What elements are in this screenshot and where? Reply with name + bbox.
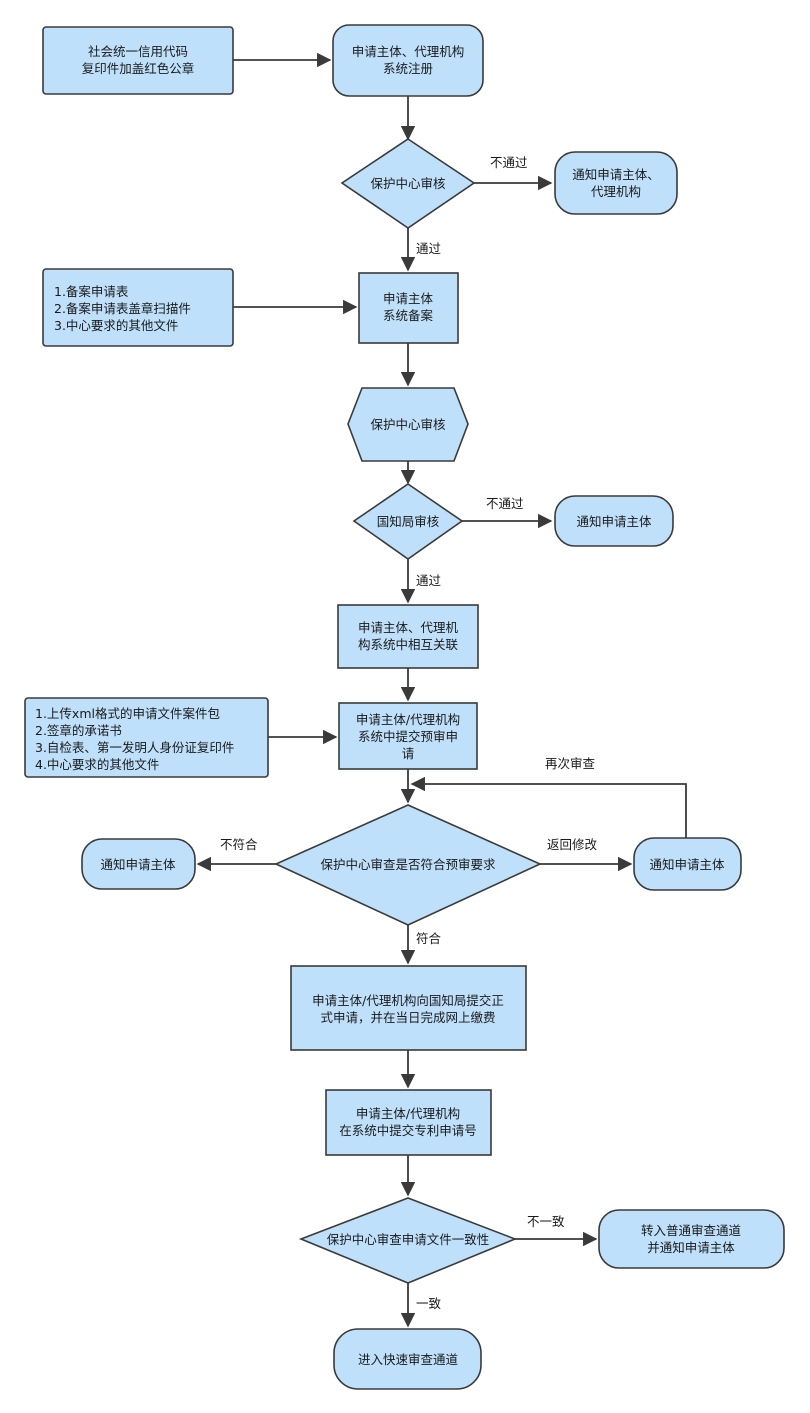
edge-labels: 不通过 通过 不通过 通过 再次审查 不符合 返回修改 符合 不一致 一致 — [220, 155, 598, 1311]
node-submit-pre-exam-line1: 申请主体/代理机构 — [356, 712, 460, 727]
label-inconsistent: 不一致 — [527, 1214, 565, 1229]
label-not-pass-2: 不通过 — [486, 496, 524, 511]
node-cnipa-review-text: 国知局审核 — [377, 514, 440, 529]
node-submit-pre-exam: 申请主体/代理机构 系统中提交预审申 请 — [338, 702, 478, 770]
node-filing-docs: 1.备案申请表 2.备案申请表盖章扫描件 3.中心要求的其他文件 — [42, 268, 234, 347]
label-return-modify: 返回修改 — [547, 837, 598, 852]
node-center-review-1-text: 保护中心审核 — [370, 176, 446, 191]
node-center-review-1: 保护中心审核 — [340, 138, 476, 229]
node-credit-code-copy-line2: 复印件加盖红色公章 — [82, 61, 195, 76]
node-filing-docs-line2: 2.备案申请表盖章扫描件 — [54, 301, 191, 316]
label-not-conform: 不符合 — [220, 837, 258, 852]
node-formal-application: 申请主体/代理机构向国知局提交正 式申请，并在当日完成网上缴费 — [290, 965, 527, 1051]
nodes: 社会统一信用代码 复印件加盖红色公章 申请主体、代理机构 系统注册 保护中心审核… — [24, 24, 785, 1390]
node-submit-app-number-line1: 申请主体/代理机构 — [356, 1106, 460, 1121]
node-filing-docs-line1: 1.备案申请表 — [54, 284, 129, 299]
node-notify-applicant-3-text: 通知申请主体 — [649, 857, 725, 872]
node-system-filing-line1: 申请主体 — [383, 291, 434, 306]
node-notify-applicant-agency-line2: 代理机构 — [591, 184, 641, 199]
node-mutual-link-line2: 构系统中相互关联 — [358, 637, 459, 652]
node-fast-channel-text: 进入快速审查通道 — [358, 1352, 459, 1367]
node-notify-applicant-3: 通知申请主体 — [633, 837, 742, 891]
node-consistency-check: 保护中心审查申请文件一致性 — [298, 1197, 518, 1284]
label-re-review: 再次审查 — [545, 756, 596, 771]
node-normal-channel: 转入普通审查通道 并通知申请主体 — [598, 1209, 785, 1269]
node-pre-exam-check: 保护中心审查是否符合预审要求 — [274, 804, 542, 926]
node-normal-channel-line1: 转入普通审查通道 — [641, 1223, 742, 1238]
edge-re-review — [410, 776, 687, 838]
label-pass-2: 通过 — [416, 573, 442, 588]
node-register-line1: 申请主体、代理机构 — [352, 44, 465, 59]
node-notify-applicant-1: 通知申请主体 — [554, 495, 674, 547]
node-notify-applicant-agency: 通知申请主体、 代理机构 — [554, 151, 678, 215]
node-submit-app-number-line2: 在系统中提交专利申请号 — [339, 1123, 477, 1138]
node-center-review-2: 保护中心审核 — [347, 387, 469, 462]
label-not-pass-1: 不通过 — [490, 155, 528, 170]
node-pre-exam-docs-line4: 4.中心要求的其他文件 — [35, 757, 159, 772]
node-pre-exam-check-text: 保护中心审查是否符合预审要求 — [320, 857, 496, 872]
node-formal-application-line2: 式申请，并在当日完成网上缴费 — [320, 1010, 495, 1025]
node-system-filing-line2: 系统备案 — [383, 308, 434, 323]
node-pre-exam-docs-line2: 2.签章的承诺书 — [35, 723, 122, 738]
node-filing-docs-line3: 3.中心要求的其他文件 — [54, 318, 178, 333]
node-credit-code-copy-line1: 社会统一信用代码 — [88, 44, 188, 59]
node-center-review-2-text: 保护中心审核 — [370, 417, 446, 432]
node-register: 申请主体、代理机构 系统注册 — [332, 24, 484, 97]
node-system-filing: 申请主体 系统备案 — [358, 272, 459, 344]
node-normal-channel-line2: 并通知申请主体 — [647, 1240, 735, 1255]
node-cnipa-review: 国知局审核 — [352, 483, 464, 560]
label-consistent: 一致 — [416, 1296, 442, 1311]
node-pre-exam-docs-line1: 1.上传xml格式的申请文件案件包 — [35, 706, 220, 721]
node-formal-application-line1: 申请主体/代理机构向国知局提交正 — [312, 993, 504, 1008]
node-notify-applicant-1-text: 通知申请主体 — [576, 514, 652, 529]
node-register-line2: 系统注册 — [383, 61, 433, 76]
node-pre-exam-docs: 1.上传xml格式的申请文件案件包 2.签章的承诺书 3.自检表、第一发明人身份… — [24, 697, 269, 778]
node-consistency-check-text: 保护中心审查申请文件一致性 — [327, 1232, 490, 1247]
node-submit-pre-exam-line3: 请 — [402, 746, 415, 761]
node-mutual-link: 申请主体、代理机 构系统中相互关联 — [337, 604, 479, 669]
label-pass-1: 通过 — [416, 241, 442, 256]
node-notify-applicant-2: 通知申请主体 — [81, 838, 196, 890]
node-pre-exam-docs-line3: 3.自检表、第一发明人身份证复印件 — [35, 740, 234, 755]
edges — [196, 52, 687, 1328]
node-submit-app-number: 申请主体/代理机构 在系统中提交专利申请号 — [325, 1089, 492, 1156]
node-submit-pre-exam-line2: 系统中提交预审申 — [358, 729, 458, 744]
node-notify-applicant-2-text: 通知申请主体 — [100, 857, 176, 872]
node-mutual-link-line1: 申请主体、代理机 — [358, 620, 459, 635]
node-credit-code-copy: 社会统一信用代码 复印件加盖红色公章 — [42, 26, 234, 95]
node-notify-applicant-agency-line1: 通知申请主体、 — [572, 167, 660, 182]
label-conform: 符合 — [416, 931, 442, 946]
node-fast-channel: 进入快速审查通道 — [333, 1328, 482, 1390]
